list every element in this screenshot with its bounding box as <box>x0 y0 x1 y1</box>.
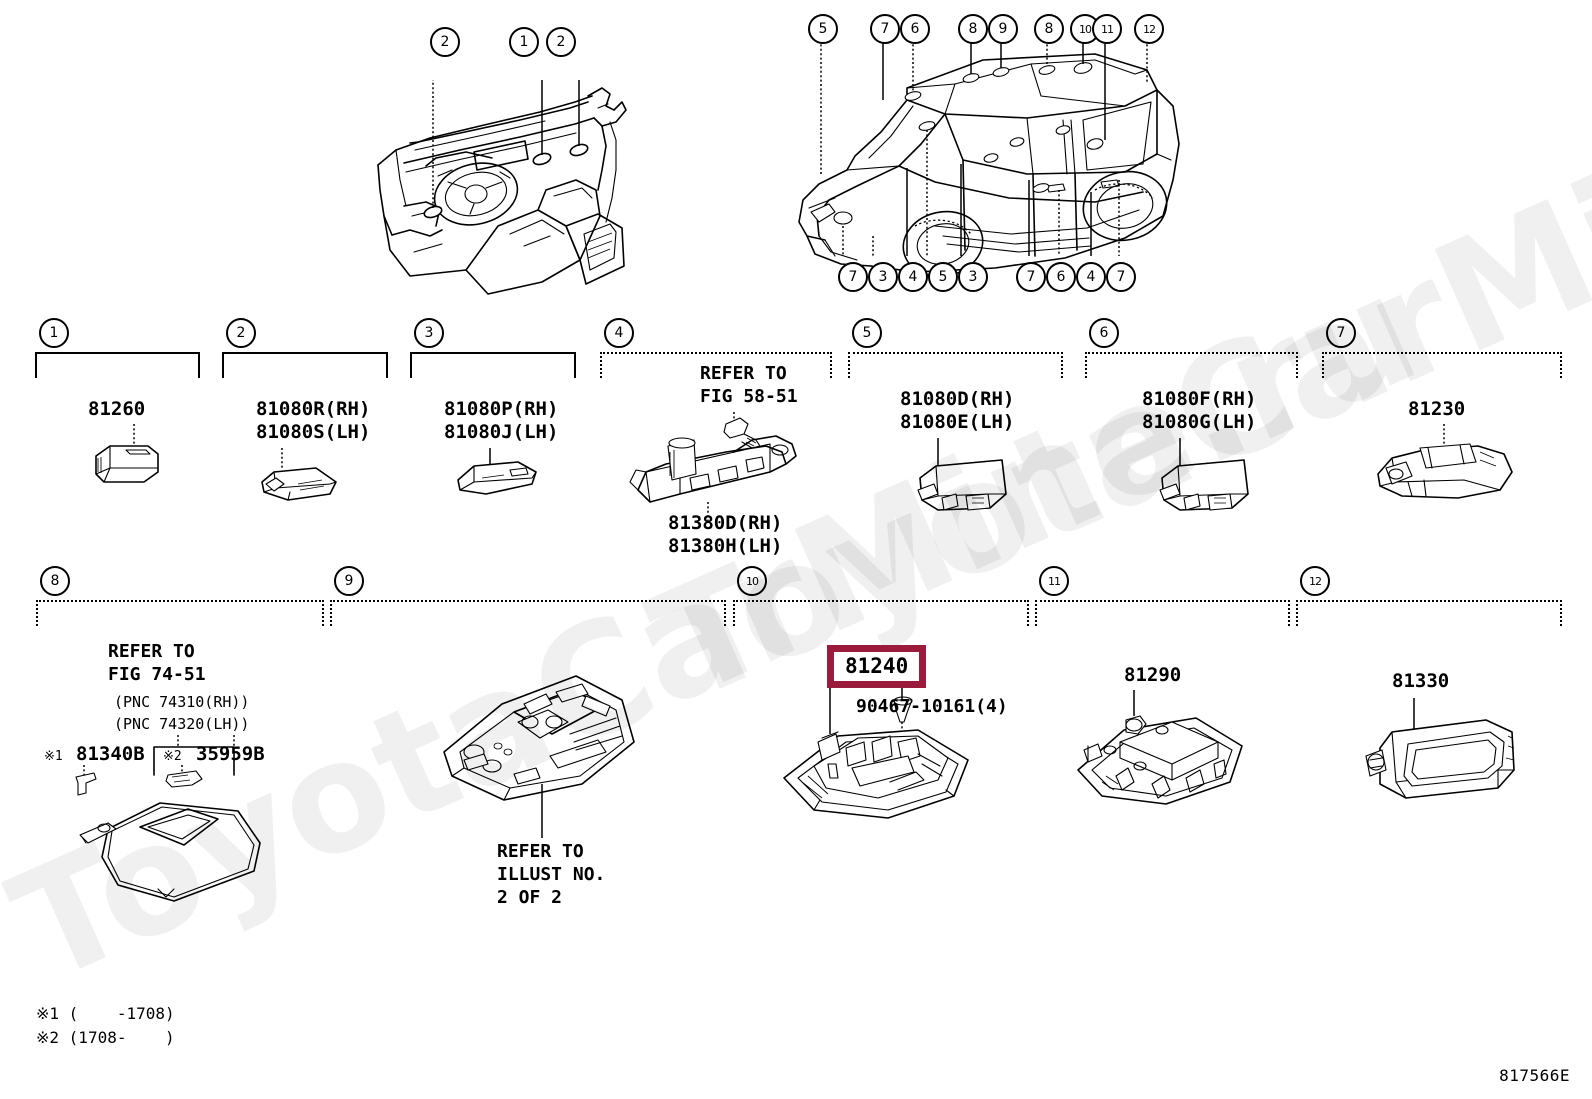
part-number-81080f: 81080F(RH) <box>1142 388 1257 410</box>
part-number-81080r: 81080R(RH) <box>256 398 371 420</box>
group-number-7: 7 <box>1326 318 1356 348</box>
callout-vehicle-bottom-4: 5 <box>928 262 958 292</box>
callout-vehicle-bottom-5: 3 <box>958 262 988 292</box>
group-number-12: 12 <box>1300 566 1330 596</box>
callout-dash-2a: 2 <box>430 27 460 57</box>
part-number-81080g: 81080G(LH) <box>1142 411 1257 433</box>
group-number-8: 8 <box>40 566 70 596</box>
figure-code: 817566E <box>1499 1066 1570 1085</box>
group-number-4: 4 <box>604 318 634 348</box>
door-courtesy-lamp-icon <box>254 448 344 510</box>
callout-dash-2b: 2 <box>546 27 576 57</box>
mark-1-symbol: ※1 <box>44 749 63 764</box>
highlighted-part-number-81240: 81240 <box>827 645 927 688</box>
part-number-81340b: 81340B <box>76 743 145 765</box>
callout-vehicle-top-9: 12 <box>1134 14 1164 44</box>
part-number-81080e: 81080E(LH) <box>900 411 1015 433</box>
part-number-90467-10161: 90467-10161(4) <box>856 696 1008 717</box>
assist-grip-lamp-icon <box>620 412 810 524</box>
part-number-81080j: 81080J(LH) <box>444 421 559 443</box>
pnc-74320-lh: (PNC 74320(LH)) <box>114 715 250 733</box>
callout-vehicle-top-2: 7 <box>870 14 900 44</box>
mark-note-1: ※1 <box>44 745 63 769</box>
door-courtesy-lamp-icon <box>452 448 544 504</box>
callout-vehicle-top-8: 11 <box>1092 14 1122 44</box>
group-number-3: 3 <box>414 318 444 348</box>
group-number-11: 11 <box>1039 566 1069 596</box>
part-number-81260: 81260 <box>88 398 146 420</box>
group8-connector-lines <box>76 735 326 776</box>
group-number-6: 6 <box>1089 318 1119 348</box>
part-number-81080d: 81080D(RH) <box>900 388 1015 410</box>
group-number-5: 5 <box>852 318 882 348</box>
grip-lamp-icon <box>1368 424 1518 506</box>
room-lamp-assembly-icon <box>768 685 988 826</box>
part-number-81380d: 81380D(RH) <box>668 512 783 534</box>
step-lamp-icon <box>908 438 1038 518</box>
refer-to-fig-58-51: REFER TO FIG 58-51 <box>700 363 798 407</box>
switch-block-icon <box>86 424 176 484</box>
callout-vehicle-bottom-2: 3 <box>868 262 898 292</box>
callout-vehicle-bottom-1: 7 <box>838 262 868 292</box>
callout-vehicle-bottom-9: 7 <box>1106 262 1136 292</box>
callout-vehicle-bottom-7: 6 <box>1046 262 1076 292</box>
callout-vehicle-bottom-6: 7 <box>1016 262 1046 292</box>
callout-vehicle-top-3: 6 <box>900 14 930 44</box>
part-number-81080p: 81080P(RH) <box>444 398 559 420</box>
footnote-2: ※2 (1708- ) <box>36 1028 175 1047</box>
vehicle-illustration <box>795 18 1195 278</box>
group-number-9: 9 <box>334 566 364 596</box>
overhead-console-icon <box>430 660 650 838</box>
callout-vehicle-top-6: 8 <box>1034 14 1064 44</box>
callout-vehicle-top-5: 9 <box>988 14 1018 44</box>
callout-dash-1: 1 <box>509 27 539 57</box>
group-number-2: 2 <box>226 318 256 348</box>
mark-note-2: ※2 <box>163 745 182 769</box>
callout-vehicle-bottom-3: 4 <box>898 262 928 292</box>
part-number-81330: 81330 <box>1392 670 1450 692</box>
callout-vehicle-top-1: 5 <box>808 14 838 44</box>
part-number-81290: 81290 <box>1124 664 1182 686</box>
group-number-1: 1 <box>39 318 69 348</box>
refer-to-illust-no-2-of-2: REFER TO ILLUST NO. 2 OF 2 <box>497 841 606 908</box>
luggage-lamp-icon <box>1356 698 1536 808</box>
part-number-81080s: 81080S(LH) <box>256 421 371 443</box>
callout-vehicle-bottom-8: 4 <box>1076 262 1106 292</box>
group-number-10: 10 <box>737 566 767 596</box>
part-number-81380h: 81380H(LH) <box>668 535 783 557</box>
part-number-81230: 81230 <box>1408 398 1466 420</box>
mark-2-symbol: ※2 <box>163 749 182 764</box>
sun-visor-vanity-lamp-icon <box>62 765 322 905</box>
footnote-1: ※1 ( -1708) <box>36 1004 175 1023</box>
step-lamp-icon <box>1150 438 1280 518</box>
personal-lamp-icon <box>1068 690 1258 815</box>
pnc-74310-rh: (PNC 74310(RH)) <box>114 693 250 711</box>
refer-to-fig-74-51: REFER TO FIG 74-51 <box>108 641 206 685</box>
callout-vehicle-top-4: 8 <box>958 14 988 44</box>
instrument-panel-illustration <box>370 30 630 295</box>
part-number-35959b: 35959B <box>196 743 265 765</box>
